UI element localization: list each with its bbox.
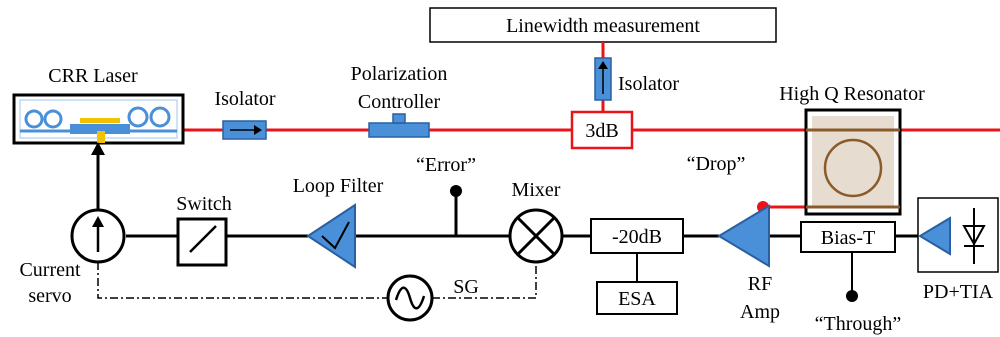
bias-t: Bias-T bbox=[800, 221, 896, 253]
rf-amp-label-1: RF bbox=[748, 273, 772, 295]
rf-amp bbox=[717, 204, 770, 268]
drop-label: “Drop” bbox=[687, 153, 746, 175]
mixer bbox=[508, 208, 564, 264]
high-q-resonator-label: High Q Resonator bbox=[779, 83, 925, 105]
coupler-3db: 3dB bbox=[570, 110, 634, 150]
esa: ESA bbox=[596, 281, 678, 315]
current-servo-label-1: Current bbox=[19, 259, 81, 281]
rf-amp-label-2: Amp bbox=[740, 301, 780, 323]
isolator-main bbox=[222, 120, 267, 140]
linewidth-measurement-box: Linewidth measurement bbox=[429, 7, 777, 43]
polarization-label-2: Controller bbox=[358, 91, 441, 113]
attenuator-label: -20dB bbox=[612, 226, 662, 248]
bias-t-label: Bias-T bbox=[821, 227, 875, 249]
current-servo-label-2: servo bbox=[28, 285, 71, 307]
switch-label: Switch bbox=[176, 193, 232, 215]
switch bbox=[176, 217, 228, 267]
sg-label: SG bbox=[453, 276, 479, 298]
coupler-3db-label: 3dB bbox=[585, 120, 618, 142]
pd-tia-label: PD+TIA bbox=[923, 281, 994, 303]
current-servo bbox=[70, 208, 126, 264]
loop-filter-label: Loop Filter bbox=[293, 175, 384, 197]
attenuator: -20dB bbox=[590, 218, 684, 254]
through-probe-dot bbox=[846, 290, 858, 302]
laser-feedback-arrow bbox=[91, 142, 105, 155]
esa-label: ESA bbox=[618, 288, 656, 310]
high-q-resonator bbox=[804, 108, 902, 216]
electrical-path bbox=[96, 148, 918, 292]
isolator-top-label: Isolator bbox=[618, 73, 679, 95]
crr-laser-label: CRR Laser bbox=[48, 65, 138, 87]
isolator-main-label: Isolator bbox=[214, 88, 275, 110]
polarization-label-1: Polarization bbox=[351, 63, 448, 85]
pd-tia bbox=[917, 197, 999, 273]
polarization-controller bbox=[368, 113, 430, 138]
mixer-label: Mixer bbox=[512, 179, 561, 201]
error-probe-dot bbox=[450, 185, 462, 197]
sg-reference-lines bbox=[97, 262, 537, 299]
loop-filter bbox=[306, 203, 356, 269]
linewidth-measurement-label: Linewidth measurement bbox=[506, 15, 700, 37]
through-label: “Through” bbox=[815, 313, 902, 335]
crr-laser bbox=[12, 93, 185, 145]
error-label: “Error” bbox=[416, 154, 476, 176]
signal-generator bbox=[386, 274, 434, 322]
isolator-top bbox=[594, 57, 612, 101]
